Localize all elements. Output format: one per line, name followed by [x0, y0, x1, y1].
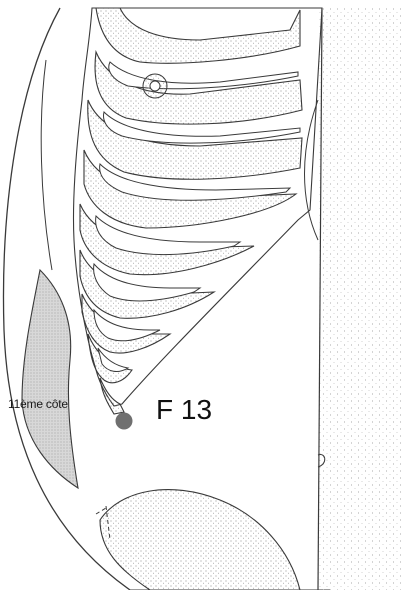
rib-label: 11ème côte: [8, 397, 68, 411]
flank-shaded-area: [22, 270, 78, 488]
rib-11-tip: [100, 378, 124, 414]
flank-line: [41, 60, 52, 270]
acupoint-label: F 13: [156, 394, 212, 426]
spine-shading: [318, 8, 403, 590]
nipple-center: [150, 81, 160, 91]
iliac-crest: [100, 490, 300, 590]
iliac-dash-2: [96, 508, 106, 514]
acupoint-f13-marker: [116, 413, 133, 430]
rib-1: [96, 8, 300, 63]
spine-contour: [305, 100, 319, 240]
